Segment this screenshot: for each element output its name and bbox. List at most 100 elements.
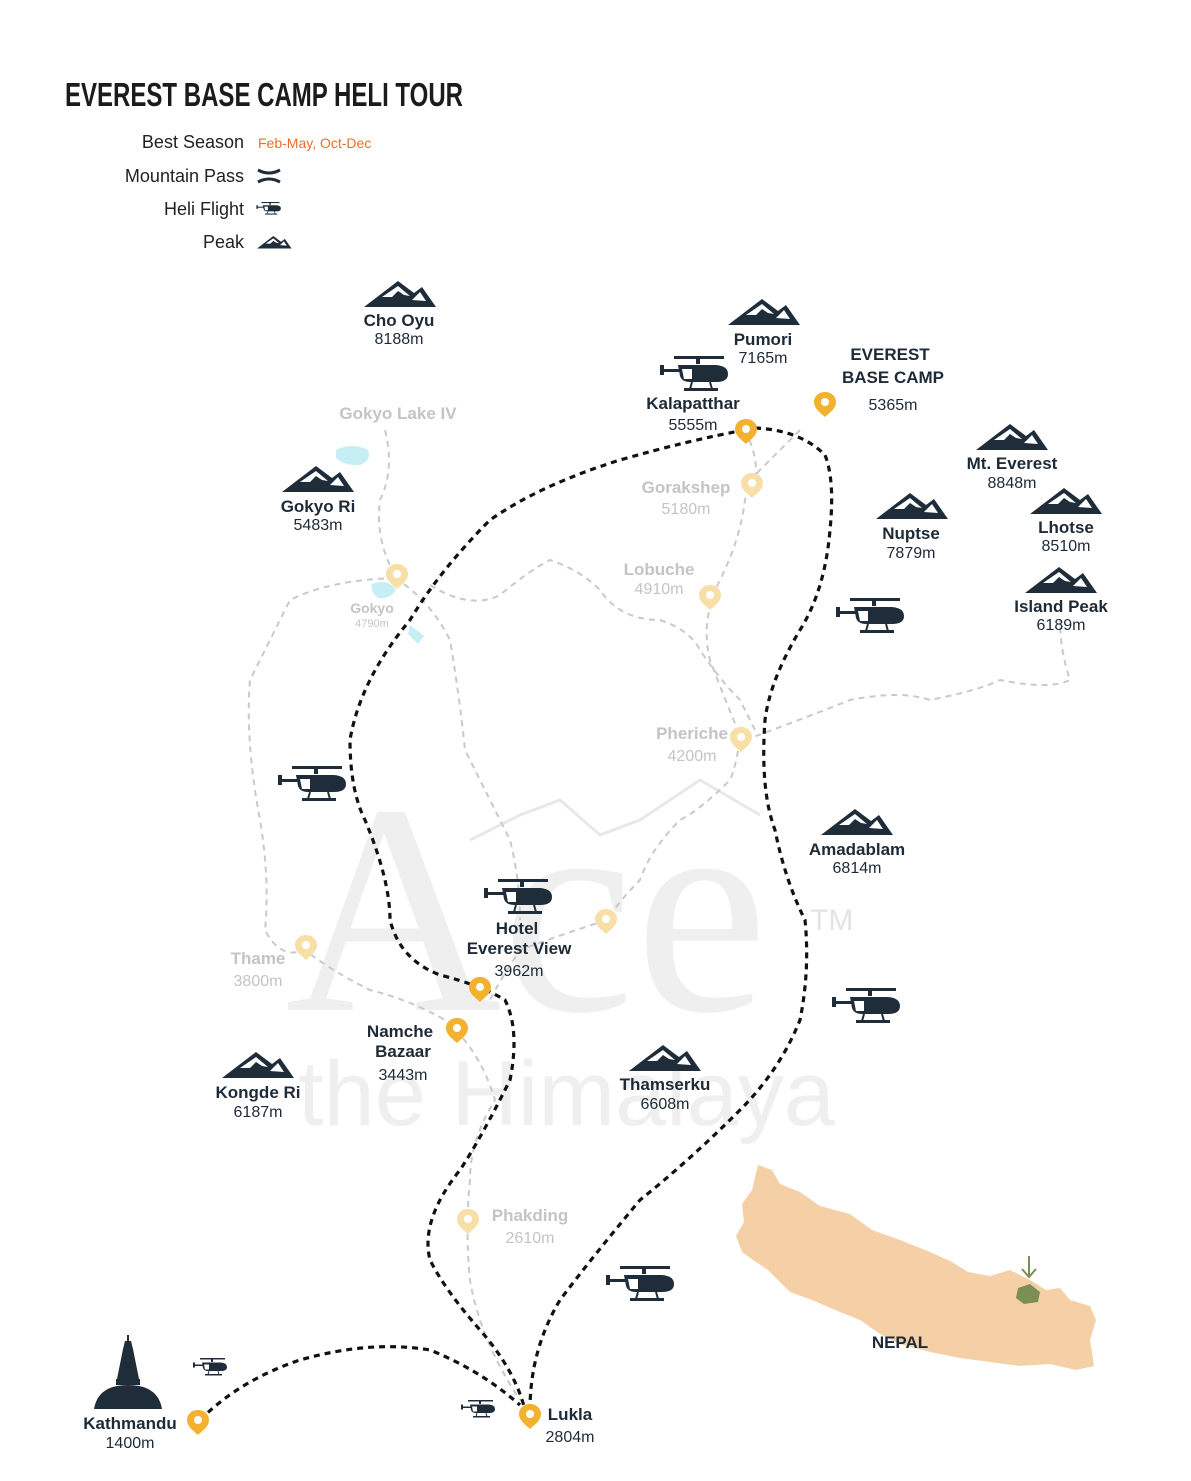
location-marker-icon <box>699 585 721 610</box>
peak-name: Kongde Ri <box>216 1083 301 1102</box>
stop-name-line1: Hotel <box>496 919 539 938</box>
location-marker-icon <box>814 392 836 417</box>
peak-gokyo-ri: Gokyo Ri 5483m <box>281 466 356 534</box>
peak-name: Amadablam <box>809 840 905 859</box>
stop-name-line1: Namche <box>367 1022 433 1041</box>
peak-name: Island Peak <box>1014 597 1108 616</box>
peak-name: Thamserku <box>620 1075 711 1094</box>
legend-heli-label: Heli Flight <box>164 199 244 219</box>
place-elevation: 4910m <box>635 581 684 598</box>
peak-icon <box>222 1052 294 1078</box>
place-pheriche: Pheriche 4200m <box>656 724 752 765</box>
watermark-tm: TM <box>810 904 853 937</box>
place-gokyo-lake: Gokyo Lake IV <box>339 404 457 423</box>
stop-kalapatthar: Kalapatthar 5555m <box>646 355 757 444</box>
peak-thamserku: Thamserku 6608m <box>620 1045 711 1113</box>
stop-everest-base-camp: EVEREST BASE CAMP 5365m <box>814 345 944 417</box>
peak-island-peak: Island Peak 6189m <box>1014 567 1108 634</box>
nepal-label: NEPAL <box>872 1333 928 1352</box>
place-elevation: 4790m <box>355 618 389 630</box>
stop-namche-bazaar: Namche Bazaar 3443m <box>367 1018 468 1084</box>
peak-kongde-ri: Kongde Ri 6187m <box>216 1052 301 1121</box>
arrow-down-icon <box>1021 1256 1037 1279</box>
place-name: Gorakshep <box>642 478 731 497</box>
stop-elevation: 3443m <box>379 1067 428 1084</box>
nepal-inset-map: NEPAL <box>736 1165 1096 1370</box>
peak-icon <box>1025 567 1097 593</box>
stop-elevation: 5365m <box>869 397 918 414</box>
everest-region-highlight <box>1016 1284 1040 1304</box>
peak-icon <box>976 424 1048 450</box>
peak-elevation: 5483m <box>294 517 343 534</box>
peak-name: Gokyo Ri <box>281 497 356 516</box>
watermark-ace: Ace <box>285 743 768 1075</box>
peak-name: Cho Oyu <box>364 311 435 330</box>
place-name: Lobuche <box>624 560 695 579</box>
place-name: Gokyo <box>350 600 394 616</box>
stop-elevation: 1400m <box>106 1435 155 1452</box>
stop-hotel-everest-view: Hotel Everest View 3962m <box>467 878 572 1002</box>
peak-elevation: 6608m <box>641 1096 690 1113</box>
stupa-icon <box>94 1335 162 1409</box>
peak-lhotse: Lhotse 8510m <box>1030 488 1102 555</box>
peak-name: Nuptse <box>882 524 940 543</box>
place-name: Gokyo Lake IV <box>339 404 457 423</box>
stop-name: Kalapatthar <box>646 394 740 413</box>
stop-name: Lukla <box>548 1405 593 1424</box>
peak-icon <box>364 281 436 307</box>
location-marker-icon <box>735 419 757 444</box>
legend-season-label: Best Season <box>142 132 244 152</box>
place-lobuche: Lobuche 4910m <box>624 560 721 610</box>
place-thame: Thame 3800m <box>231 935 317 990</box>
helicopter-icon <box>460 1399 496 1418</box>
peak-icon <box>876 493 948 519</box>
watermark: Ace the Himalaya TM <box>285 743 853 1145</box>
peak-mt-everest: Mt. Everest 8848m <box>967 424 1058 492</box>
peak-elevation: 6189m <box>1037 617 1086 634</box>
watermark-the-himalaya: the Himalaya <box>298 1043 836 1145</box>
peak-elevation: 7165m <box>739 350 788 367</box>
peak-amadablam: Amadablam 6814m <box>809 809 905 877</box>
lakes <box>336 446 424 644</box>
legend: Best Season Feb-May, Oct-Dec Mountain Pa… <box>125 132 371 252</box>
place-elevation: 2610m <box>506 1230 555 1247</box>
peak-elevation: 8848m <box>988 475 1037 492</box>
place-gorakshep: Gorakshep 5180m <box>642 473 763 518</box>
stop-elevation: 2804m <box>546 1429 595 1446</box>
stop-name-line2: BASE CAMP <box>842 368 944 387</box>
peak-elevation: 6814m <box>833 860 882 877</box>
place-name: Pheriche <box>656 724 728 743</box>
peak-nuptse: Nuptse 7879m <box>876 493 948 562</box>
helicopter-icon <box>835 597 905 634</box>
stop-name-line1: EVEREST <box>850 345 930 364</box>
nepal-outline <box>736 1165 1096 1370</box>
peak-icon <box>728 299 800 325</box>
peak-icon <box>282 466 354 492</box>
helicopter-icon <box>659 355 729 392</box>
peak-name: Pumori <box>734 330 793 349</box>
place-gokyo: Gokyo 4790m <box>350 564 408 630</box>
location-marker-icon <box>519 1404 541 1429</box>
location-marker-icon <box>457 1209 479 1234</box>
stop-lukla: Lukla 2804m <box>519 1404 594 1446</box>
peak-name: Mt. Everest <box>967 454 1058 473</box>
stop-name-line2: Bazaar <box>375 1042 431 1061</box>
place-name: Thame <box>231 949 286 968</box>
place-elevation: 3800m <box>234 973 283 990</box>
peak-icon <box>1030 488 1102 514</box>
helicopter-icon <box>831 987 901 1024</box>
place-name: Phakding <box>492 1206 569 1225</box>
place-phakding: Phakding 2610m <box>457 1206 568 1247</box>
helicopter-icon <box>192 1357 228 1376</box>
stop-elevation: 5555m <box>669 417 718 434</box>
helicopter-icon <box>605 1265 675 1302</box>
place-elevation: 5180m <box>662 501 711 518</box>
place-elevation: 4200m <box>668 748 717 765</box>
peak-name: Lhotse <box>1038 518 1094 537</box>
page-title: EVEREST BASE CAMP HELI TOUR <box>65 76 463 113</box>
location-marker-icon <box>187 1410 209 1435</box>
helicopter-icon <box>256 201 282 215</box>
peak-elevation: 8510m <box>1042 538 1091 555</box>
legend-peak-label: Peak <box>203 232 245 252</box>
